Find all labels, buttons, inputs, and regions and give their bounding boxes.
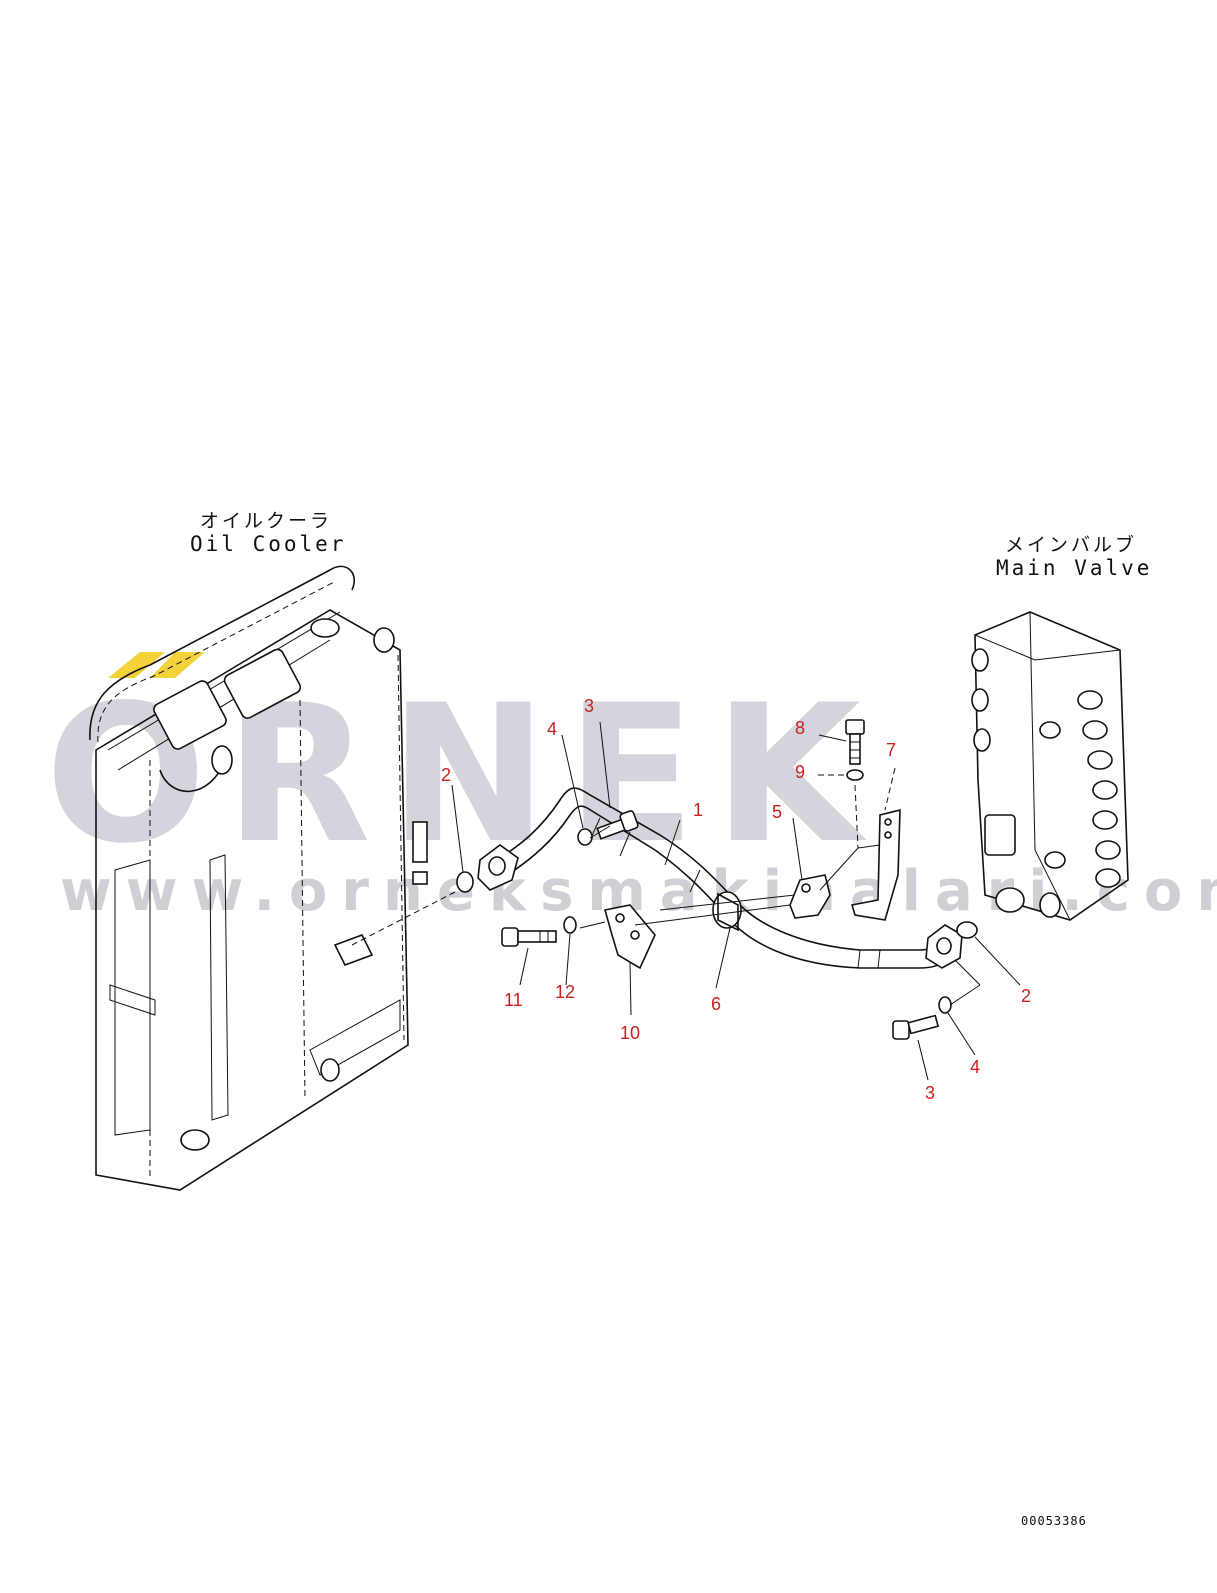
- callout-10: 10: [620, 1023, 640, 1043]
- o-ring-part-2-left: [456, 871, 474, 893]
- callout-4: 4: [970, 1057, 980, 1077]
- hydraulic-pipe: [477, 787, 963, 969]
- callout-6: 6: [711, 994, 721, 1014]
- bolt-part-3-upper: [596, 810, 639, 840]
- o-ring-part-2-right: [956, 921, 978, 939]
- main-valve-drawing: [971, 611, 1129, 921]
- callout-8: 8: [795, 718, 805, 738]
- oil-cooler-drawing: [89, 565, 428, 1191]
- watermark-url: www.orneksmakinalari.com.tr: [60, 859, 1217, 924]
- watermark-accent-icon: [150, 652, 205, 678]
- callout-2: 2: [1021, 986, 1031, 1006]
- callout-2: 2: [441, 765, 451, 785]
- washer-part-4-upper: [577, 828, 593, 846]
- watermark: ORNEK www.orneksmakinalari.com.tr: [45, 652, 1217, 924]
- callout-3: 3: [584, 696, 594, 716]
- washer-part-9: [846, 769, 864, 781]
- callout-7: 7: [886, 740, 896, 760]
- callout-3: 3: [925, 1083, 935, 1103]
- watermark-accent-icon: [108, 652, 165, 678]
- leader-lines: [351, 721, 1021, 1081]
- callout-5: 5: [772, 802, 782, 822]
- washer-part-12: [563, 916, 577, 934]
- bolt-part-3-lower: [892, 1014, 940, 1040]
- bracket-part-7: [850, 808, 901, 921]
- main-valve-label-jp: メインバルブ: [1005, 533, 1137, 556]
- callout-4: 4: [547, 719, 557, 739]
- callout-11: 11: [504, 990, 523, 1010]
- main-valve-label-en: Main Valve: [996, 556, 1152, 580]
- oil-cooler-label-jp: オイルクーラ: [200, 510, 332, 532]
- oil-cooler-label-en: Oil Cooler: [190, 532, 346, 556]
- callouts: 1 2 2 3 3 4 4 5 6 7 8 9 10 11 12: [441, 696, 1031, 1103]
- bolt-part-11: [501, 927, 557, 947]
- callout-9: 9: [795, 762, 805, 782]
- clamp-part-10: [603, 904, 656, 970]
- drawing-code: 00053386: [1021, 1514, 1087, 1528]
- callout-1: 1: [693, 800, 703, 820]
- washer-part-4-lower: [938, 996, 952, 1014]
- callout-12: 12: [555, 982, 575, 1002]
- bolt-part-8: [845, 719, 865, 765]
